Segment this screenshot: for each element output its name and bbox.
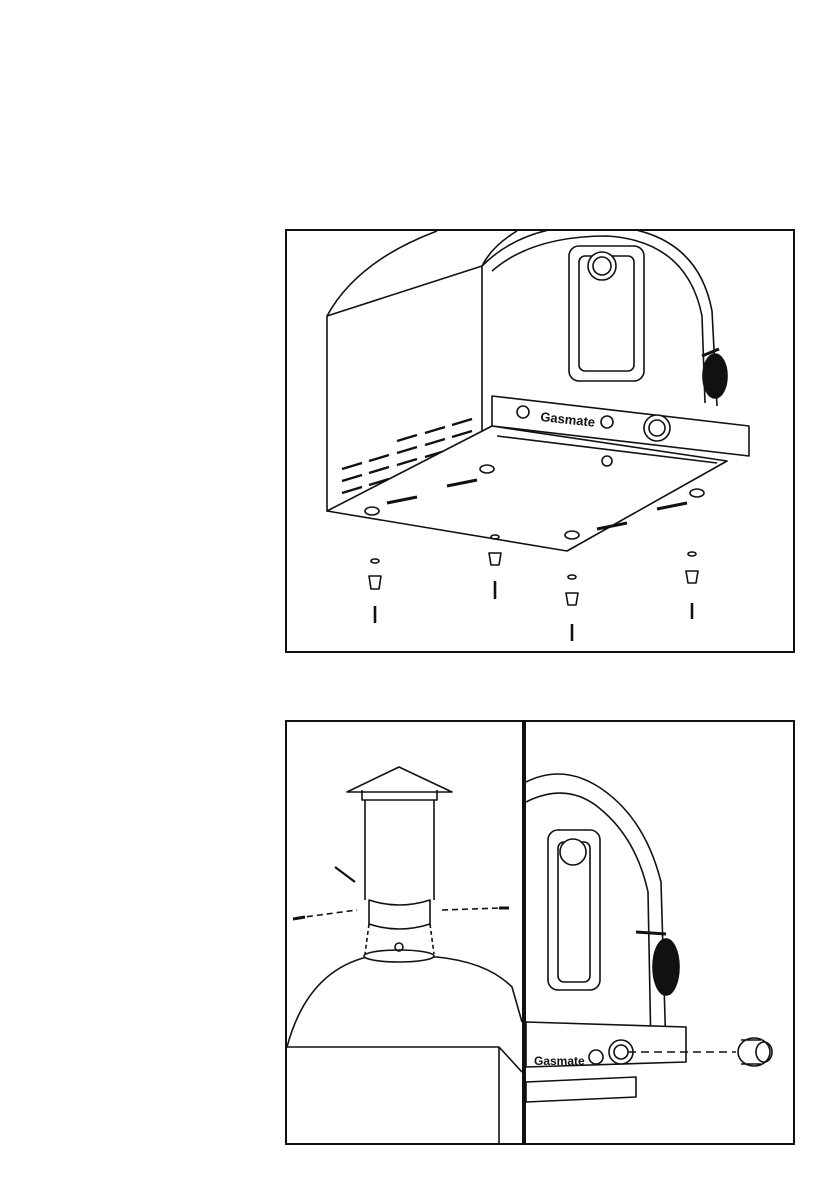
foot-parts <box>369 535 698 641</box>
chimney-and-knob-diagram: Gasmate <box>285 720 795 1145</box>
oven-feet-assembly-diagram: Gasmate <box>285 229 795 653</box>
control-knob-icon: Gasmate <box>526 722 793 1143</box>
chimney-icon <box>287 722 522 1143</box>
pizza-oven-underside-icon: Gasmate <box>287 231 793 651</box>
brand-label-bottom: Gasmate <box>534 1054 585 1068</box>
